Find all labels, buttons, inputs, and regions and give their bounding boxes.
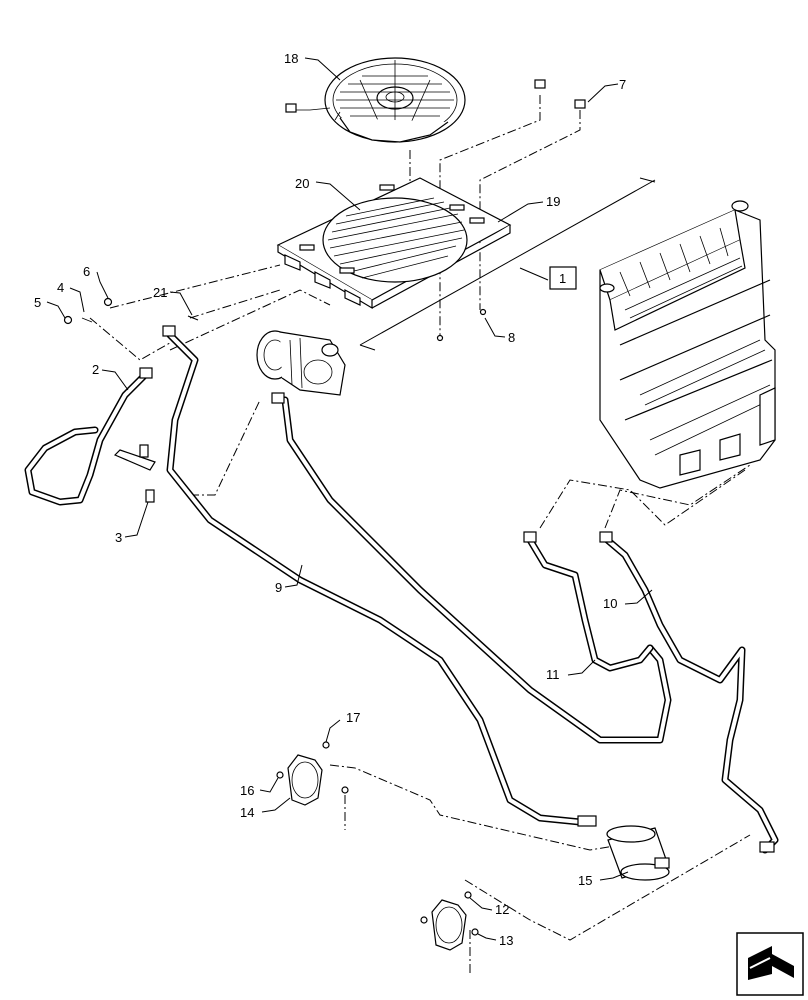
callout-7: 7 [619, 77, 626, 92]
connection-lines [89, 95, 751, 975]
callout-11: 11 [546, 667, 560, 682]
callout-4: 4 [57, 280, 64, 295]
condenser-assembly [276, 177, 512, 310]
callout-9: 9 [275, 580, 282, 595]
callout-1: 1 [559, 271, 566, 286]
receiver-drier [606, 825, 670, 881]
callout-17: 17 [346, 710, 360, 725]
clamp-13 [420, 891, 479, 951]
hoses [24, 331, 779, 854]
callout-3: 3 [115, 530, 122, 545]
group-bracket [359, 177, 656, 351]
callout-15: 15 [578, 873, 592, 888]
leader-lines [46, 57, 653, 941]
hose-fittings [113, 325, 775, 853]
callout-20: 20 [295, 176, 309, 191]
callout-19: 19 [546, 194, 560, 209]
callout-2: 2 [92, 362, 99, 377]
condenser-fan [285, 57, 466, 143]
callout-8: 8 [508, 330, 515, 345]
callout-6: 6 [83, 264, 90, 279]
callout-13: 13 [499, 933, 513, 948]
compressor [256, 330, 346, 396]
callout-14: 14 [240, 805, 254, 820]
hvac-unit [599, 200, 776, 489]
callout-labels: 18 7 20 19 1 6 4 5 21 8 2 3 9 10 11 17 1… [34, 51, 626, 948]
callout-10: 10 [603, 596, 617, 611]
clamp-14 [276, 741, 349, 806]
hardware [63, 79, 586, 342]
callout-5: 5 [34, 295, 41, 310]
callout-16: 16 [240, 783, 254, 798]
direction-arrow-icon[interactable] [736, 932, 804, 996]
callout-18: 18 [284, 51, 298, 66]
callout-box-1 [549, 266, 577, 290]
callout-21: 21 [153, 285, 167, 300]
callout-12: 12 [495, 902, 509, 917]
